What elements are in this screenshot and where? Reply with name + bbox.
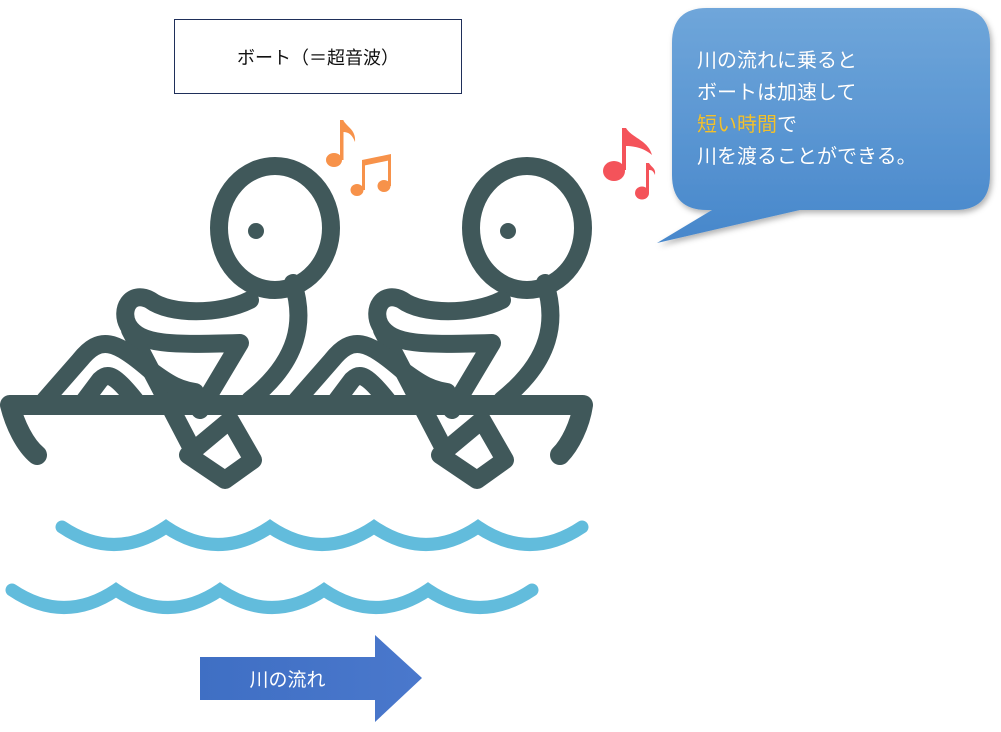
boat-label: ボート（＝超音波） (237, 47, 399, 69)
rower-back (297, 166, 583, 480)
highlight-text: 短い時間 (697, 112, 777, 136)
eye (248, 223, 264, 239)
boat-illustration (0, 166, 593, 480)
eye (500, 223, 516, 239)
music-note-icon (603, 128, 656, 200)
music-note-icon (326, 120, 391, 196)
bubble-line: 短い時間で (697, 108, 917, 140)
river-flow-arrow (200, 635, 422, 722)
bubble-line: ボートは加速して (697, 80, 857, 104)
boat-label-box: ボート（＝超音波） (174, 19, 462, 94)
speech-bubble-text: 川の流れに乗ると ボートは加速して 短い時間で 川を渡ることができる。 (697, 44, 917, 172)
boat-hull (0, 395, 593, 465)
rower-front (45, 166, 331, 480)
bubble-line: 川の流れに乗ると (697, 48, 857, 72)
bubble-line: 川を渡ることができる。 (697, 144, 917, 168)
bubble-line-rest: で (777, 112, 797, 136)
speech-bubble (657, 8, 990, 243)
river-flow-label: 川の流れ (249, 669, 326, 691)
water-waves (5, 519, 589, 614)
